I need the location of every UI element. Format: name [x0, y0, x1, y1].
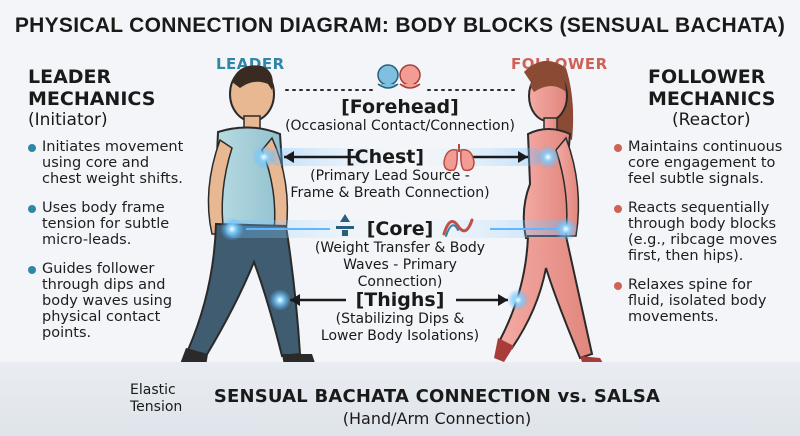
leader-role-label: LEADER	[216, 55, 285, 73]
core-description-line2: Waves - Primary Connection)	[343, 257, 457, 290]
thighs-connector	[269, 289, 529, 311]
core-description-line1: (Weight Transfer & Body	[314, 240, 486, 256]
follower-bullet-list: Maintains continuous core engagement to …	[614, 139, 792, 325]
leader-bullet: Uses body frame tension for subtle micro…	[28, 200, 188, 248]
follower-subheading: (Reactor)	[672, 110, 751, 130]
follower-mechanics-panel: FOLLOWER MECHANICS (Reactor) Maintains c…	[614, 66, 792, 338]
forehead-label-group: [Forehead] (Occasional Contact/Connectio…	[260, 96, 540, 135]
leader-heading-line1: LEADER	[28, 66, 112, 88]
follower-bullet: Relaxes spine for fluid, isolated body m…	[614, 277, 792, 325]
leader-bullet: Guides follower through dips and body wa…	[28, 261, 188, 341]
leader-heading-line2: MECHANICS	[28, 88, 156, 110]
follower-heading-line2: MECHANICS	[648, 88, 776, 110]
bottom-title: SENSUAL BACHATA CONNECTION vs. SALSA	[213, 386, 661, 407]
elastic-label-line2: Tension	[130, 399, 183, 415]
core-connector	[220, 217, 578, 241]
bottom-band	[0, 362, 800, 436]
heads-icon	[377, 64, 421, 89]
leader-mechanics-panel: LEADER MECHANICS (Initiator) Initiates m…	[28, 66, 188, 354]
follower-bullet: Maintains continuous core engagement to …	[614, 139, 792, 187]
chest-description-line1: (Primary Lead Source -	[310, 168, 470, 184]
core-label: [Core]	[366, 218, 434, 240]
bottom-subtitle: (Hand/Arm Connection)	[342, 409, 532, 428]
leader-bullet: Initiates movement using core and chest …	[28, 139, 188, 187]
balance-icon	[336, 214, 354, 236]
chest-label-group: [Chest] (Primary Lead Source - Frame & B…	[290, 146, 490, 202]
core-wave-icon	[442, 218, 474, 237]
thighs-description-line1: (Stabilizing Dips &	[335, 311, 465, 327]
leader-subheading: (Initiator)	[28, 110, 108, 130]
follower-bullet: Reacts sequentially through body blocks …	[614, 200, 792, 264]
forehead-description: (Occasional Contact/Connection)	[285, 118, 515, 134]
elastic-label-line1: Elastic	[130, 382, 176, 398]
follower-figure	[494, 60, 606, 368]
lungs-icon	[443, 144, 475, 172]
chest-label: [Chest]	[345, 146, 425, 168]
thighs-label: [Thighs]	[355, 289, 445, 311]
elastic-tension-label: Elastic Tension	[130, 382, 182, 416]
forehead-label: [Forehead]	[341, 96, 459, 118]
thighs-description-line2: Lower Body Isolations)	[320, 328, 480, 344]
leader-bullet-list: Initiates movement using core and chest …	[28, 139, 188, 341]
diagram-title: PHYSICAL CONNECTION DIAGRAM: BODY BLOCKS…	[14, 14, 786, 37]
chest-description-line2: Frame & Breath Connection)	[290, 185, 490, 201]
thighs-label-group: [Thighs] (Stabilizing Dips & Lower Body …	[300, 289, 500, 345]
core-label-group: [Core] (Weight Transfer & Body Waves - P…	[300, 218, 500, 291]
follower-heading-line1: FOLLOWER	[648, 66, 766, 88]
